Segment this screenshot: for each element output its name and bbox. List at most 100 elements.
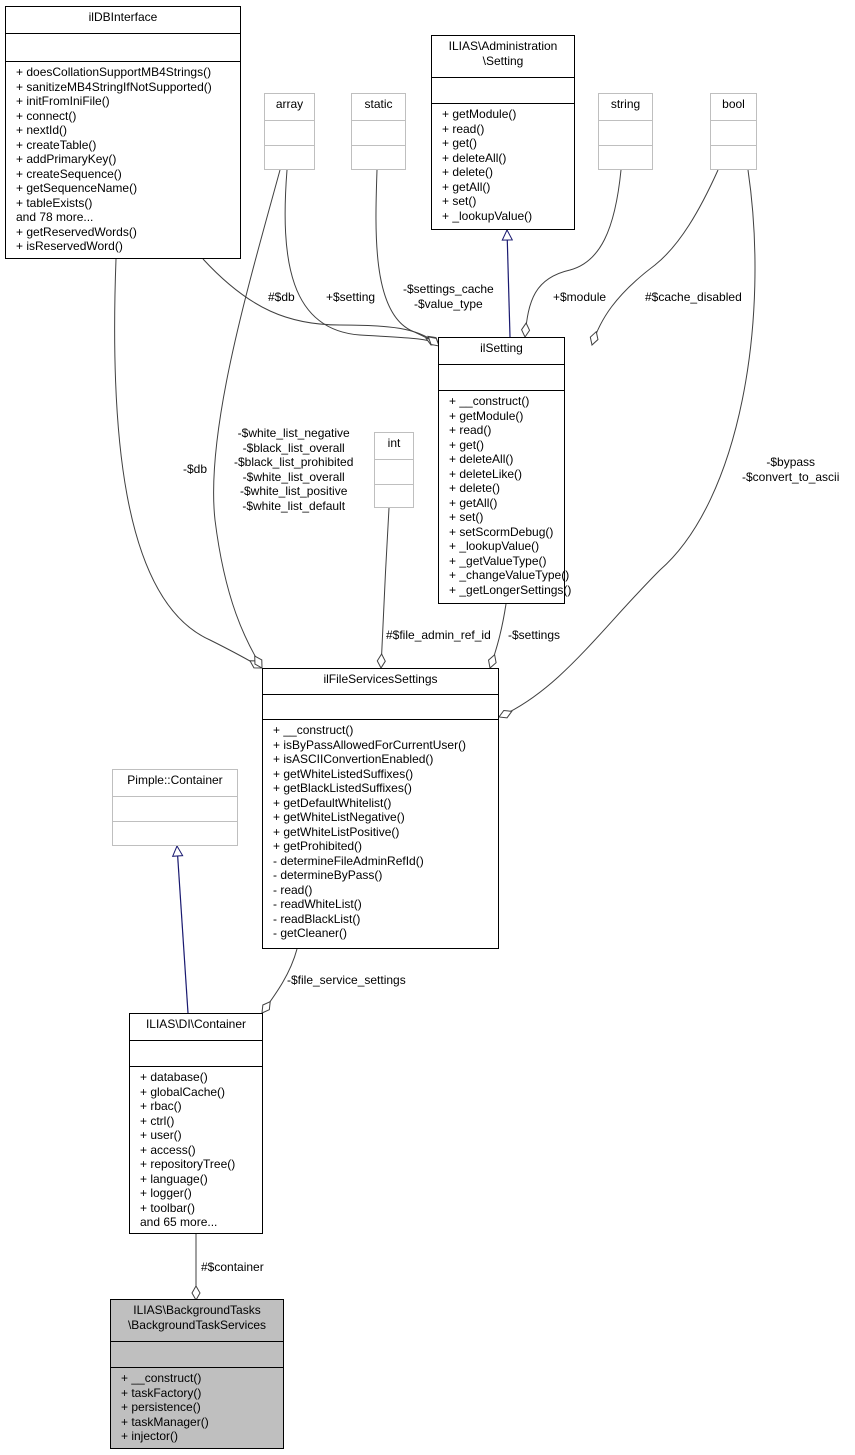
class-title: bool xyxy=(722,97,745,111)
method-item: + createTable() xyxy=(16,137,97,152)
edge-db-to-ilsetting xyxy=(202,258,440,346)
method-item: + deleteAll() xyxy=(442,150,507,165)
attributes-section xyxy=(265,120,314,145)
method-item: and 65 more... xyxy=(140,1215,218,1229)
method-item: + deleteLike() xyxy=(449,466,523,481)
method-item: + read() xyxy=(442,121,485,136)
method-item: + initFromIniFile() xyxy=(16,94,110,108)
methods-list: + database()+ globalCache()+ rbac()+ ctr… xyxy=(130,1066,262,1233)
method-item: + get() xyxy=(449,437,485,452)
method-item: + user() xyxy=(140,1128,182,1142)
method-item: + injector() xyxy=(121,1429,179,1443)
method-item: + tableExists() xyxy=(16,195,93,210)
method-item: + connect() xyxy=(16,108,77,123)
attributes-section xyxy=(711,120,756,145)
method-item: + nextId() xyxy=(16,123,68,137)
method-item: + _lookupValue() xyxy=(449,539,540,553)
method-item: + getBlackListedSuffixes() xyxy=(273,781,412,795)
class-title: string xyxy=(610,97,641,111)
class-ilfileservicessettings[interactable]: ilFileServicesSettings + __construct()+ … xyxy=(262,668,499,949)
class-title: static xyxy=(364,97,393,111)
method-item: + persistence() xyxy=(121,1400,201,1414)
method-item: + isASCIIConvertionEnabled() xyxy=(273,752,434,766)
method-item: + taskFactory() xyxy=(121,1385,202,1400)
methods-list: + __construct()+ getModule()+ read()+ ge… xyxy=(439,390,572,603)
edge-array-setting-to-ilsetting xyxy=(284,169,440,346)
method-item: + getReservedWords() xyxy=(16,224,137,239)
method-item: - read() xyxy=(273,882,313,897)
edge-bool-cache-disabled-to-ilsetting xyxy=(589,169,719,346)
edge-label-lists: -$white_list_negative -$black_list_overa… xyxy=(234,426,354,513)
method-item: + getModule() xyxy=(442,107,517,121)
class-administration-setting[interactable]: ILIAS\Administration \Setting + getModul… xyxy=(431,35,575,230)
method-item: + isByPassAllowedForCurrentUser() xyxy=(273,737,467,752)
methods-section xyxy=(375,484,413,507)
class-title: ILIAS\DI\Container xyxy=(145,1017,247,1031)
class-title: ILIAS\BackgroundTasks \BackgroundTaskSer… xyxy=(127,1303,267,1332)
attributes-section xyxy=(263,694,498,719)
class-array[interactable]: array xyxy=(264,93,315,170)
edge-array-lists-to-filesettings xyxy=(213,169,281,669)
edge-filesettings-to-di-container xyxy=(261,948,298,1014)
method-item: + __construct() xyxy=(273,723,354,737)
method-item: + delete() xyxy=(442,165,494,179)
method-item: + setScormDebug() xyxy=(449,524,554,539)
edge-static-to-ilsetting xyxy=(375,169,440,347)
class-background-task-services[interactable]: ILIAS\BackgroundTasks \BackgroundTaskSer… xyxy=(110,1299,284,1449)
method-item: + _getValueType() xyxy=(449,553,547,568)
attributes-section xyxy=(130,1040,262,1066)
method-item: + _changeValueType() xyxy=(449,568,570,582)
class-title: int xyxy=(387,436,401,450)
class-ilsetting[interactable]: ilSetting + __construct()+ getModule()+ … xyxy=(438,337,572,604)
class-static[interactable]: static xyxy=(351,93,406,170)
class-pimple-container[interactable]: Pimple::Container xyxy=(112,769,238,846)
method-item: + getWhiteListPositive() xyxy=(273,824,400,839)
edge-label-setting: +$setting xyxy=(326,290,376,304)
methods-section xyxy=(599,145,652,169)
class-string[interactable]: string xyxy=(598,93,653,170)
class-int[interactable]: int xyxy=(374,432,414,508)
method-item: + set() xyxy=(449,510,484,524)
method-item: + deleteAll() xyxy=(449,452,514,466)
method-item: - readWhiteList() xyxy=(273,897,362,911)
method-item: + access() xyxy=(140,1142,196,1157)
method-item: - getCleaner() xyxy=(273,926,348,940)
method-item: + getAll() xyxy=(449,495,498,510)
methods-section xyxy=(265,145,314,169)
method-item: + language() xyxy=(140,1171,208,1186)
method-item: - determineByPass() xyxy=(273,868,383,882)
method-item: + logger() xyxy=(140,1186,192,1200)
method-item: + ctrl() xyxy=(140,1113,175,1128)
attributes-section xyxy=(113,796,237,821)
edge-label-settings-cache: -$settings_cache -$value_type xyxy=(403,282,494,311)
method-item: + taskManager() xyxy=(121,1414,209,1429)
method-item: + sanitizeMB4StringIfNotSupported() xyxy=(16,79,212,94)
attributes-section xyxy=(599,120,652,145)
methods-list: + __construct()+ isByPassAllowedForCurre… xyxy=(263,719,498,948)
method-item: + set() xyxy=(442,194,477,208)
method-item: + _getLongerSettings() xyxy=(449,582,572,597)
method-item: - readBlackList() xyxy=(273,911,361,926)
edge-label-file-service-settings: -$file_service_settings xyxy=(287,973,406,987)
attributes-section xyxy=(375,459,413,484)
class-di-container[interactable]: ILIAS\DI\Container + database()+ globalC… xyxy=(129,1013,263,1234)
attributes-section xyxy=(6,33,240,61)
class-title: array xyxy=(275,97,304,111)
method-item: + get() xyxy=(442,136,478,150)
class-ildbinterface[interactable]: ilDBInterface + doesCollationSupportMB4S… xyxy=(5,6,241,259)
methods-list: + getModule()+ read()+ get()+ deleteAll(… xyxy=(432,103,574,229)
method-item: + getDefaultWhitelist() xyxy=(273,795,392,810)
method-item: + getAll() xyxy=(442,179,491,194)
methods-list: + doesCollationSupportMB4Strings()+ sani… xyxy=(6,61,240,258)
method-item: + isReservedWord() xyxy=(16,239,123,253)
method-item: + getProhibited() xyxy=(273,839,363,853)
method-item: + createSequence() xyxy=(16,166,122,181)
edge-int-to-filesettings xyxy=(376,507,390,670)
class-title: ILIAS\Administration \Setting xyxy=(448,39,558,68)
class-bool[interactable]: bool xyxy=(710,93,757,170)
method-item: + read() xyxy=(449,423,492,437)
edge-label-cache-disabled: #$cache_disabled xyxy=(645,290,742,304)
edge-string-module-to-ilsetting xyxy=(521,169,622,339)
